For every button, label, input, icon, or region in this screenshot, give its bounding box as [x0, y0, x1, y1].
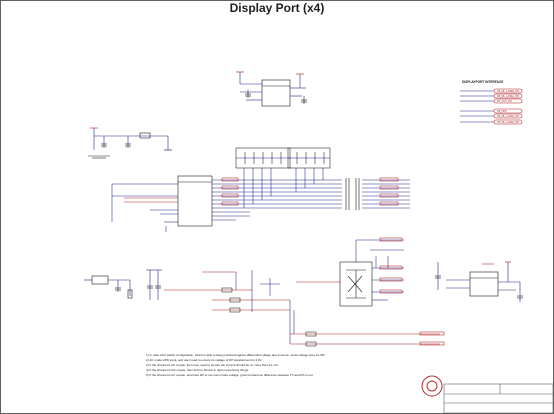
interface-signal-3: DP_HPD	[497, 110, 507, 113]
hpd-level-shifter-ic	[435, 261, 523, 302]
aux-net-flags	[379, 237, 445, 346]
net-label-flags	[221, 177, 399, 206]
interface-signal-5: DP_ML_LANE3_P/N	[497, 121, 519, 124]
page-title: Display Port (x4)	[229, 1, 325, 15]
top-regulator-block	[236, 71, 307, 107]
interface-signal-1: DP_ML_LANE1_P/N	[497, 95, 519, 98]
coupling-capacitors	[345, 178, 360, 210]
note-line-2: 3) If the channel is AC couple, then use…	[146, 363, 279, 367]
esd-array-left	[235, 147, 291, 169]
dp-redriver-ic	[177, 175, 213, 227]
lower-blue-wires	[235, 270, 295, 344]
aux-switch-ic	[339, 261, 373, 307]
lower-resistors	[221, 287, 317, 347]
lower-signal-wires	[164, 271, 440, 345]
interface-signal-2: DP_AUX_P/N	[497, 100, 512, 103]
redriver-output-bus	[212, 168, 342, 221]
redriver-input-wires	[111, 183, 178, 232]
connector-output-wires	[362, 179, 410, 209]
interface-signal-4: DP_ML_LANE2_P/N	[497, 115, 519, 118]
dp-interface-block	[460, 90, 494, 123]
title-block	[443, 383, 554, 414]
interface-heading: DISPLAYPORT INTERFACE	[462, 80, 503, 84]
vendor-logo-icon	[421, 375, 443, 397]
dp-interface-ports	[493, 88, 523, 125]
interface-signal-0: DP_ML_LANE0_P/N	[497, 90, 519, 93]
note-line-4: 5) If the channel is AC couple, and have…	[146, 373, 313, 377]
lower-power-block	[84, 269, 162, 300]
esd-array-right	[287, 147, 331, 169]
note-line-1: 2) AC mode HPD input, and user need to e…	[146, 358, 262, 362]
note-line-0: 1) In case AUX switch configuration, whi…	[146, 353, 325, 357]
aux-switch-wires	[355, 239, 404, 301]
power-input-block	[88, 127, 172, 159]
note-line-3: 4) If the channel is DC couple, then AUX…	[146, 368, 249, 372]
